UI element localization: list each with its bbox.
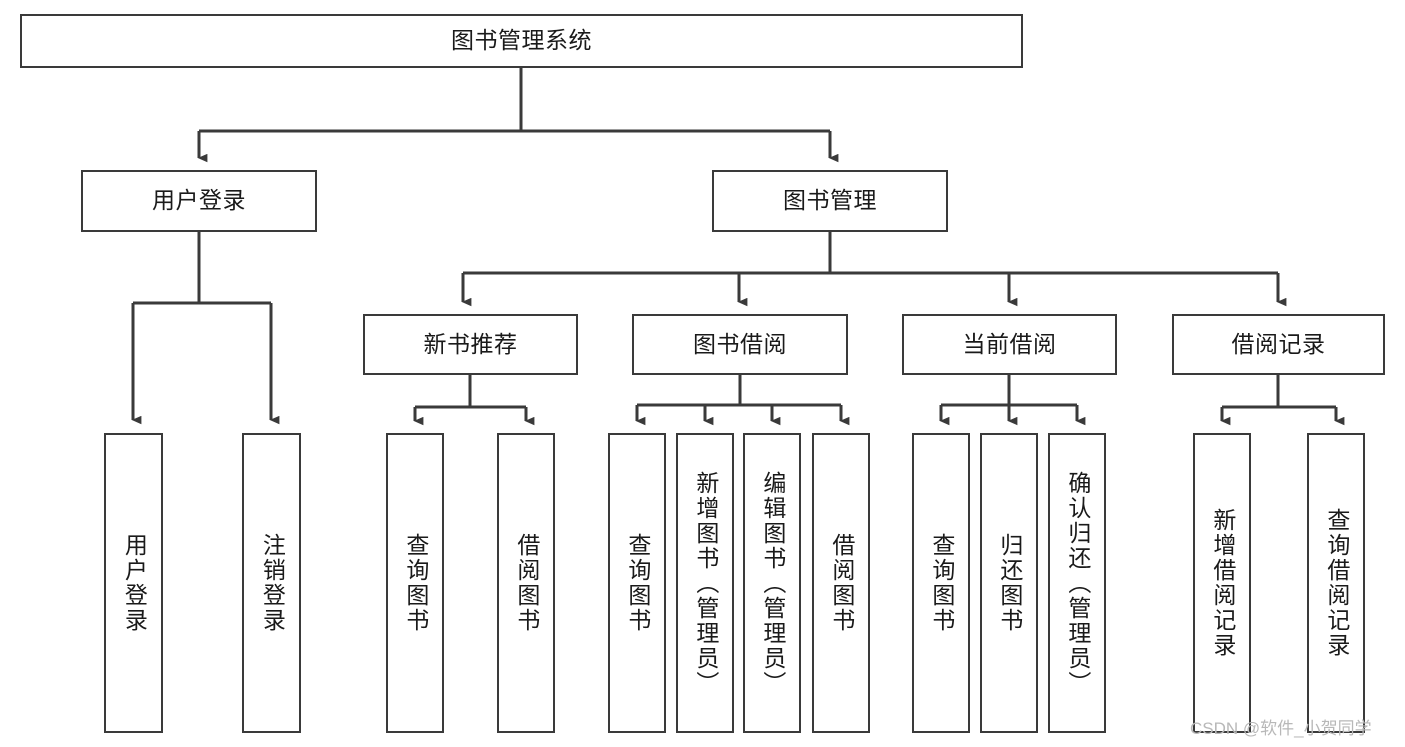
node-leaf-borrow-book-1[interactable]: 借阅图书	[497, 433, 555, 733]
node-leaf-query-book-1[interactable]: 查询图书	[386, 433, 444, 733]
node-current-borrow[interactable]: 当前借阅	[902, 314, 1117, 375]
node-new-book-rec[interactable]: 新书推荐	[363, 314, 578, 375]
node-borrow-record[interactable]: 借阅记录	[1172, 314, 1385, 375]
node-borrow-record-label: 借阅记录	[1231, 330, 1326, 357]
node-leaf-query-book-3-label: 查询图书	[928, 533, 955, 633]
node-leaf-query-book-1-label: 查询图书	[402, 533, 429, 633]
node-leaf-user-login-label: 用户登录	[121, 533, 148, 633]
node-leaf-add-record-label: 新增借阅记录	[1209, 508, 1236, 658]
node-leaf-query-book-3[interactable]: 查询图书	[912, 433, 970, 733]
node-new-book-rec-label: 新书推荐	[423, 330, 518, 357]
node-book-borrow[interactable]: 图书借阅	[632, 314, 848, 375]
node-leaf-borrow-book-2[interactable]: 借阅图书	[812, 433, 870, 733]
node-current-borrow-label: 当前借阅	[962, 330, 1057, 357]
node-leaf-borrow-book-1-label: 借阅图书	[513, 533, 540, 633]
node-book-borrow-label: 图书借阅	[693, 330, 787, 357]
node-leaf-add-book-label: 新增图书（管理员）	[692, 470, 719, 696]
node-leaf-query-book-2[interactable]: 查询图书	[608, 433, 666, 733]
node-leaf-query-record-label: 查询借阅记录	[1323, 508, 1350, 658]
node-leaf-confirm-return-label: 确认归还（管理员）	[1064, 470, 1091, 696]
node-book-manage[interactable]: 图书管理	[712, 170, 948, 232]
node-leaf-confirm-return[interactable]: 确认归还（管理员）	[1048, 433, 1106, 733]
node-leaf-add-book[interactable]: 新增图书（管理员）	[676, 433, 734, 733]
node-user-login[interactable]: 用户登录	[81, 170, 317, 232]
node-root[interactable]: 图书管理系统	[20, 14, 1023, 68]
node-leaf-user-logout[interactable]: 注销登录	[242, 433, 301, 733]
node-leaf-query-record[interactable]: 查询借阅记录	[1307, 433, 1365, 733]
node-book-manage-label: 图书管理	[783, 187, 877, 214]
node-leaf-borrow-book-2-label: 借阅图书	[828, 533, 855, 633]
csdn-watermark: CSDN @软件_小贺同学	[1190, 719, 1372, 738]
node-leaf-query-book-2-label: 查询图书	[624, 533, 651, 633]
node-leaf-return-book[interactable]: 归还图书	[980, 433, 1038, 733]
node-user-login-label: 用户登录	[152, 187, 246, 214]
node-leaf-edit-book[interactable]: 编辑图书（管理员）	[743, 433, 801, 733]
node-leaf-return-book-label: 归还图书	[996, 533, 1023, 633]
node-leaf-user-login[interactable]: 用户登录	[104, 433, 163, 733]
node-leaf-user-logout-label: 注销登录	[259, 533, 286, 633]
node-leaf-edit-book-label: 编辑图书（管理员）	[759, 470, 786, 696]
node-root-label: 图书管理系统	[451, 27, 592, 54]
node-leaf-add-record[interactable]: 新增借阅记录	[1193, 433, 1251, 733]
